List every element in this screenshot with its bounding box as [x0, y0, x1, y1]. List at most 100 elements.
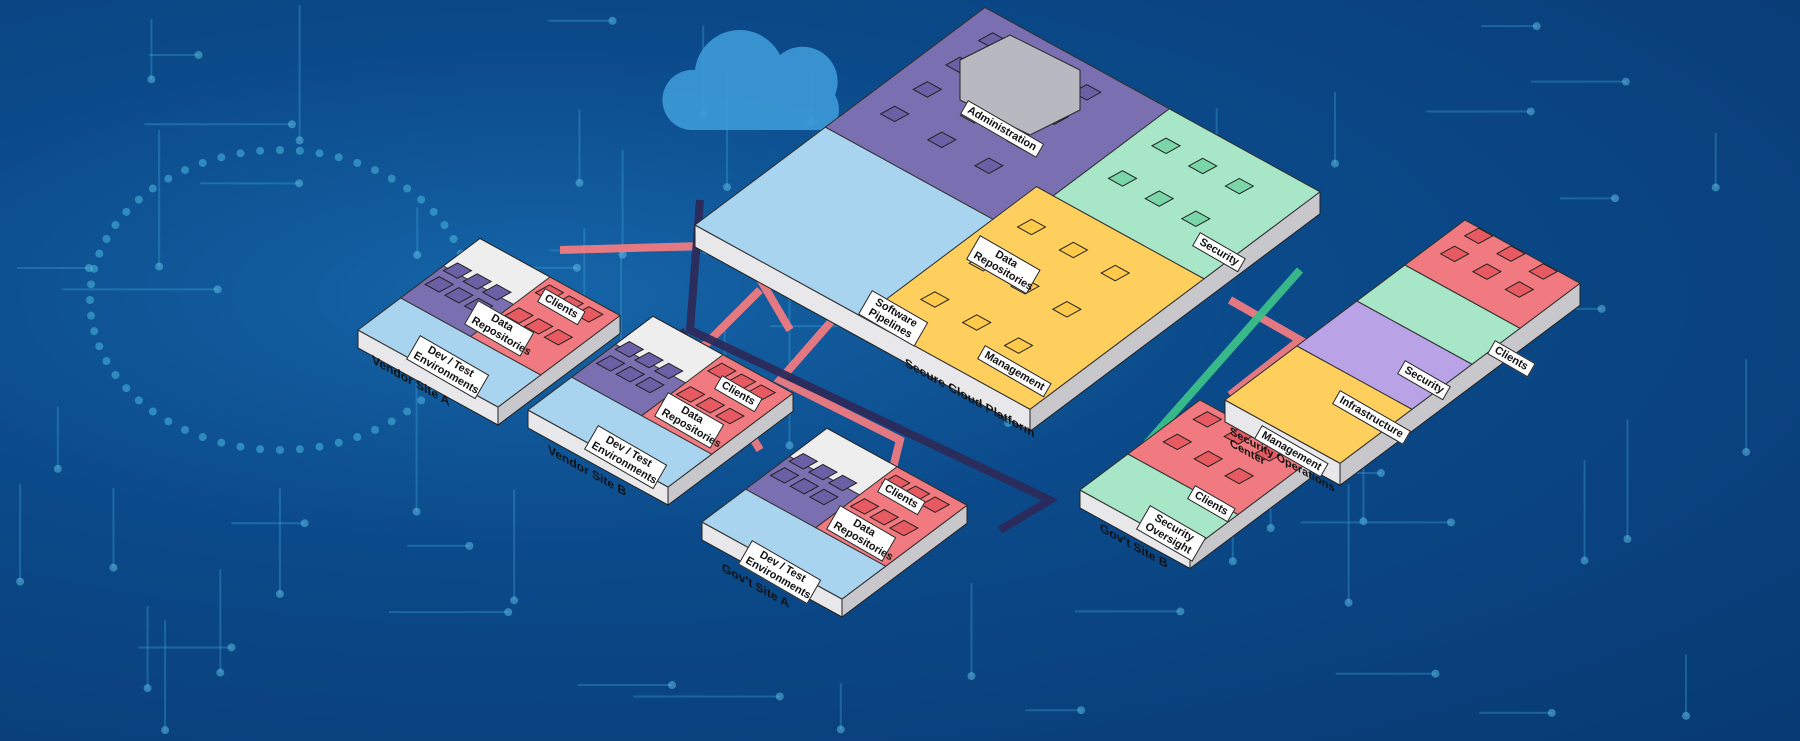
circuit-node — [1431, 669, 1440, 678]
server-rack — [443, 286, 474, 304]
circuit-node — [315, 149, 324, 158]
circuit-node — [417, 396, 426, 405]
security-building — [1187, 157, 1218, 175]
circuit-node — [387, 174, 396, 183]
circuit-node — [90, 264, 99, 273]
server-rack — [634, 376, 665, 394]
client-block — [695, 396, 726, 414]
circuit-node — [134, 195, 143, 204]
circuit-node — [836, 725, 845, 734]
management-block — [1051, 301, 1082, 318]
circuit-node — [315, 442, 324, 451]
circuit-node — [1532, 22, 1541, 31]
circuit-node — [53, 464, 62, 473]
circuit-node — [295, 179, 304, 188]
circuit-node — [148, 184, 157, 193]
circuit-node — [300, 519, 309, 528]
circuit-node — [417, 195, 426, 204]
client-block — [1471, 263, 1502, 280]
circuit-node — [86, 296, 94, 304]
server-rack — [595, 355, 626, 372]
circuit-node — [465, 541, 474, 550]
circuit-node — [198, 433, 207, 442]
cloud-icon — [662, 30, 840, 130]
circuit-node — [1359, 517, 1368, 526]
circuit-node — [155, 262, 164, 271]
server-rack — [633, 351, 665, 369]
server-rack — [912, 81, 943, 98]
security-building — [1107, 170, 1138, 187]
circuit-node — [134, 396, 143, 405]
circuit-node — [111, 221, 120, 229]
circuit-node — [16, 577, 25, 586]
circuit-node — [1682, 711, 1691, 720]
security-building — [1224, 177, 1255, 195]
circuit-node — [775, 692, 784, 701]
circuit-node — [236, 149, 245, 158]
client-block — [1528, 263, 1559, 280]
circuit-node — [109, 563, 118, 572]
client-block — [1495, 245, 1526, 262]
client-block — [675, 386, 706, 403]
server-rack — [614, 341, 645, 358]
server-rack — [462, 273, 493, 290]
circuit-node — [449, 234, 458, 243]
server-rack — [442, 262, 473, 279]
circuit-node — [1077, 706, 1086, 715]
client-block — [1193, 450, 1224, 468]
circuit-node — [334, 438, 343, 447]
circuit-node — [1377, 469, 1386, 478]
circuit-node — [194, 50, 203, 59]
circuit-node — [181, 425, 189, 434]
circuit-node — [413, 250, 422, 259]
circuit-node — [723, 183, 732, 192]
circuit-node — [412, 507, 421, 516]
management-block — [1058, 241, 1089, 259]
circuit-node — [102, 234, 111, 243]
network-link — [685, 199, 1059, 534]
circuit-node — [95, 342, 104, 351]
management-block — [919, 291, 950, 308]
management-block — [1100, 264, 1131, 282]
server-rack — [789, 477, 820, 495]
circuit-node — [87, 280, 96, 289]
circuit-node — [164, 174, 173, 183]
circuit-node — [216, 668, 225, 677]
circuit-node — [608, 16, 617, 25]
security-building — [1144, 190, 1175, 207]
circuit-node — [111, 371, 120, 379]
circuit-node — [1711, 183, 1720, 192]
client-block — [1224, 467, 1255, 485]
client-block — [1192, 411, 1223, 428]
circuit-node — [353, 158, 362, 167]
circuit-node — [504, 608, 513, 617]
circuit-node — [275, 589, 284, 598]
circuit-node — [1742, 447, 1751, 456]
server-rack — [788, 453, 819, 470]
circuit-node — [1446, 518, 1455, 527]
circuit-node — [1597, 304, 1606, 313]
client-block — [543, 328, 574, 346]
circuit-node — [1621, 77, 1630, 86]
circuit-node — [122, 384, 131, 393]
circuit-node — [667, 681, 676, 690]
security-building — [1151, 137, 1182, 155]
circuit-node — [1176, 607, 1185, 616]
client-block — [888, 519, 919, 537]
circuit-node — [371, 425, 379, 434]
circuit-node — [440, 221, 449, 229]
circuit-node — [256, 146, 265, 155]
circuit-node — [785, 441, 794, 450]
circuit-node — [217, 438, 226, 447]
circuit-node — [295, 136, 304, 145]
circuit-node — [147, 75, 156, 84]
management-block — [1003, 337, 1034, 354]
circuit-node — [161, 726, 170, 735]
circuit-node — [1611, 194, 1620, 203]
circuit-node — [1228, 557, 1237, 566]
network-link — [1227, 296, 1308, 399]
circuit-node — [334, 153, 343, 162]
circuit-node — [181, 166, 189, 175]
security-building — [1180, 210, 1211, 228]
zone-security — [1052, 108, 1321, 280]
